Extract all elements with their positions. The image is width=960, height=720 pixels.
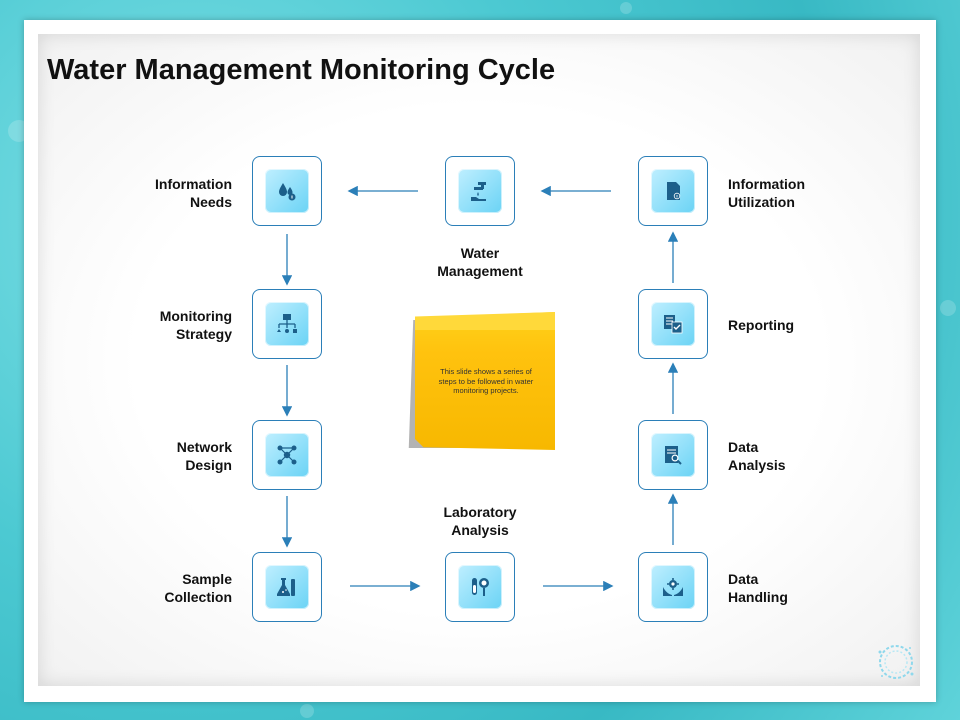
tile [651,169,695,213]
label-information-needs: Information Needs [155,176,232,210]
background-droplet [300,704,314,718]
tile [651,565,695,609]
water-drops-icon [279,183,296,201]
tap-hand-icon [471,182,486,201]
page-title: Water Management Monitoring Cycle [47,54,556,86]
tile [458,169,502,213]
node-laboratory-analysis [445,552,515,622]
node-monitoring-strategy [252,289,322,359]
label-water-management: Water Management [437,245,523,279]
tile [651,433,695,477]
tile [458,565,502,609]
label-data-handling: Data Handling [728,571,788,605]
label-reporting: Reporting [728,317,795,333]
hierarchy-icon [277,314,297,333]
test-tube-icon [472,578,489,596]
label-laboratory-analysis: Laboratory Analysis [443,504,517,538]
tile [265,302,309,346]
node-water-management [445,156,515,226]
node-reporting [638,289,708,359]
label-sample-collection: Sample Collection [164,571,232,605]
lab-flask-icon [277,578,295,596]
tile [265,565,309,609]
node-information-utilization [638,156,708,226]
network-icon [277,445,297,465]
tile [265,169,309,213]
node-data-handling [638,552,708,622]
label-network-design: Network Design [176,439,232,473]
sticky-note-text: This slide shows a series of steps to be… [438,367,534,395]
water-splash-icon [878,645,914,679]
hands-gear-icon [663,578,683,596]
node-information-needs [252,156,322,226]
label-monitoring-strategy: Monitoring Strategy [159,308,232,342]
node-network-design [252,420,322,490]
sticky-note-top [415,312,555,330]
sticky-note-paper [415,312,555,450]
document-search-icon [665,446,682,465]
report-check-icon [664,315,683,334]
tile [265,433,309,477]
document-info-icon [667,182,681,200]
node-sample-collection [252,552,322,622]
sticky-note: This slide shows a series of steps to be… [408,312,556,452]
node-data-analysis [638,420,708,490]
tile [651,302,695,346]
background-droplet [940,300,956,316]
background-droplet [620,2,632,14]
label-data-analysis: Data Analysis [728,439,786,473]
label-information-utilization: Information Utilization [728,176,805,210]
